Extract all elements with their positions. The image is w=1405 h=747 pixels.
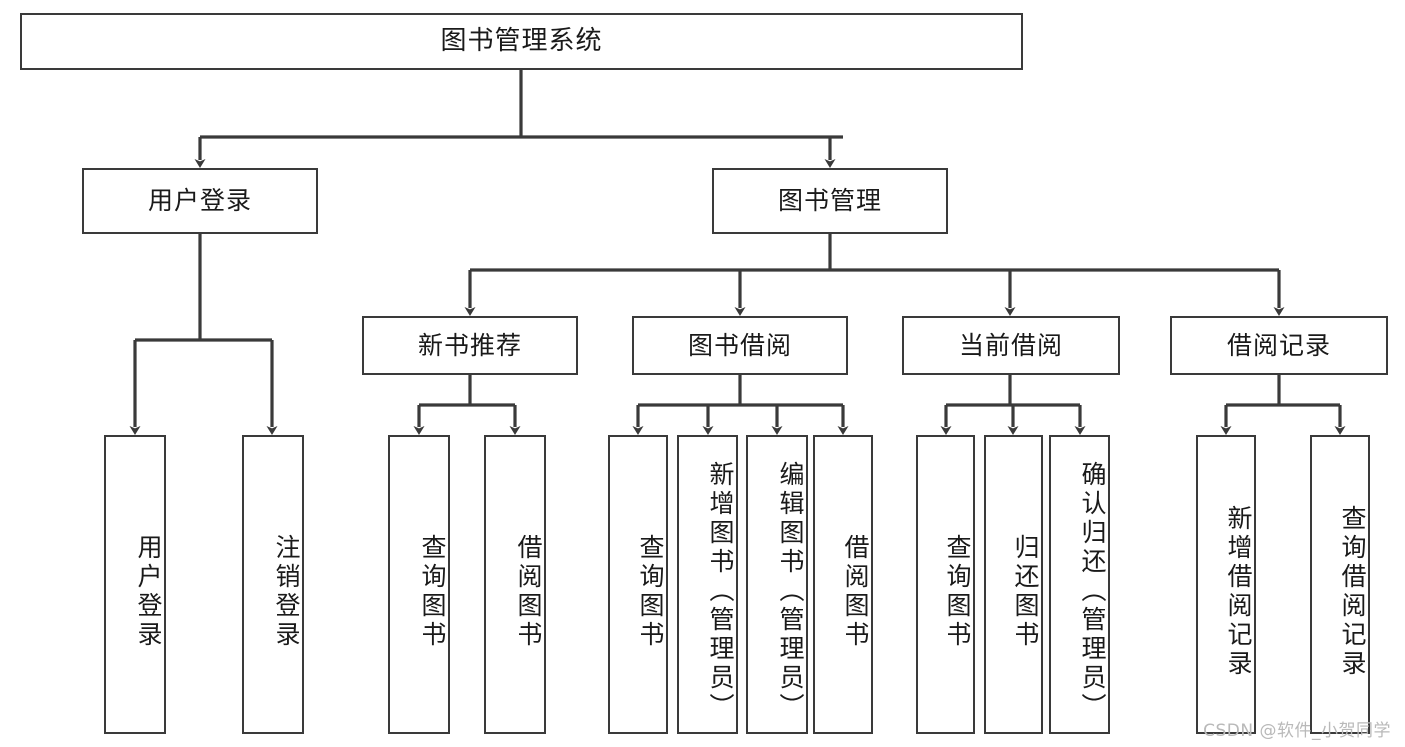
node-borrow-record-label: 借阅记录 bbox=[1226, 330, 1331, 360]
node-leaf-borrow-book-2-label: 借阅图书 bbox=[841, 533, 870, 650]
node-leaf-query-book-3-label: 查询图书 bbox=[943, 533, 972, 650]
node-new-book-recommend[interactable]: 新书推荐 bbox=[362, 316, 578, 375]
node-current-borrow[interactable]: 当前借阅 bbox=[902, 316, 1120, 375]
node-user-login[interactable]: 用户登录 bbox=[82, 168, 318, 234]
node-book-manage[interactable]: 图书管理 bbox=[712, 168, 948, 234]
node-current-borrow-label: 当前借阅 bbox=[958, 330, 1063, 360]
node-leaf-add-record[interactable]: 新增借阅记录 bbox=[1196, 435, 1256, 734]
node-leaf-add-record-label: 新增借阅记录 bbox=[1224, 504, 1253, 679]
node-leaf-user-login[interactable]: 用户登录 bbox=[104, 435, 166, 734]
node-leaf-query-book-2-label: 查询图书 bbox=[636, 533, 665, 650]
node-book-borrow-label: 图书借阅 bbox=[687, 330, 792, 360]
node-leaf-add-book-label: 新增图书（管理员） bbox=[706, 461, 735, 722]
node-leaf-query-book-1-label: 查询图书 bbox=[418, 533, 447, 650]
node-leaf-add-book[interactable]: 新增图书（管理员） bbox=[677, 435, 738, 734]
node-leaf-query-book-2[interactable]: 查询图书 bbox=[608, 435, 668, 734]
node-leaf-borrow-book-1-label: 借阅图书 bbox=[514, 533, 543, 650]
node-leaf-borrow-book-2[interactable]: 借阅图书 bbox=[813, 435, 873, 734]
node-new-book-recommend-label: 新书推荐 bbox=[417, 330, 522, 360]
node-leaf-return-book-label: 归还图书 bbox=[1011, 533, 1040, 650]
node-root[interactable]: 图书管理系统 bbox=[20, 13, 1023, 70]
node-book-manage-label: 图书管理 bbox=[777, 186, 882, 215]
node-borrow-record[interactable]: 借阅记录 bbox=[1170, 316, 1388, 375]
csdn-watermark: CSDN @软件_小贺同学 bbox=[1203, 721, 1391, 741]
node-leaf-edit-book[interactable]: 编辑图书（管理员） bbox=[746, 435, 808, 734]
node-leaf-query-book-3[interactable]: 查询图书 bbox=[916, 435, 975, 734]
node-leaf-user-logout-label: 注销登录 bbox=[272, 533, 301, 650]
node-leaf-query-record-label: 查询借阅记录 bbox=[1338, 504, 1367, 679]
node-leaf-edit-book-label: 编辑图书（管理员） bbox=[776, 461, 805, 722]
node-user-login-label: 用户登录 bbox=[147, 186, 252, 215]
node-leaf-query-record[interactable]: 查询借阅记录 bbox=[1310, 435, 1370, 734]
node-leaf-user-login-label: 用户登录 bbox=[134, 533, 163, 650]
node-leaf-borrow-book-1[interactable]: 借阅图书 bbox=[484, 435, 546, 734]
node-leaf-return-book[interactable]: 归还图书 bbox=[984, 435, 1043, 734]
node-leaf-confirm-return[interactable]: 确认归还（管理员） bbox=[1049, 435, 1110, 734]
node-leaf-query-book-1[interactable]: 查询图书 bbox=[388, 435, 450, 734]
node-book-borrow[interactable]: 图书借阅 bbox=[632, 316, 848, 375]
node-root-label: 图书管理系统 bbox=[440, 25, 603, 56]
node-leaf-user-logout[interactable]: 注销登录 bbox=[242, 435, 304, 734]
node-leaf-confirm-return-label: 确认归还（管理员） bbox=[1078, 461, 1107, 722]
